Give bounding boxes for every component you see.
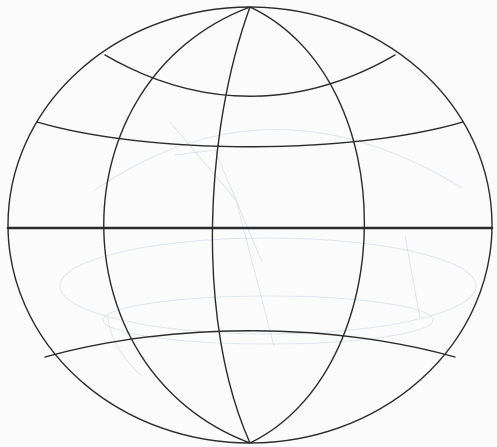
ghost-arc-upper [95, 129, 462, 190]
meridian-center [212, 7, 250, 443]
bleed-through-marks [60, 122, 476, 376]
parallel-upper [105, 55, 395, 96]
ghost-stroke-4 [405, 236, 420, 318]
meridian-right [250, 7, 364, 443]
globe-outline [8, 7, 492, 443]
ghost-stroke-2 [175, 150, 262, 262]
ghost-stroke-1 [170, 122, 274, 346]
parallel-upper-mid [37, 122, 463, 147]
globe-lines [8, 7, 492, 443]
